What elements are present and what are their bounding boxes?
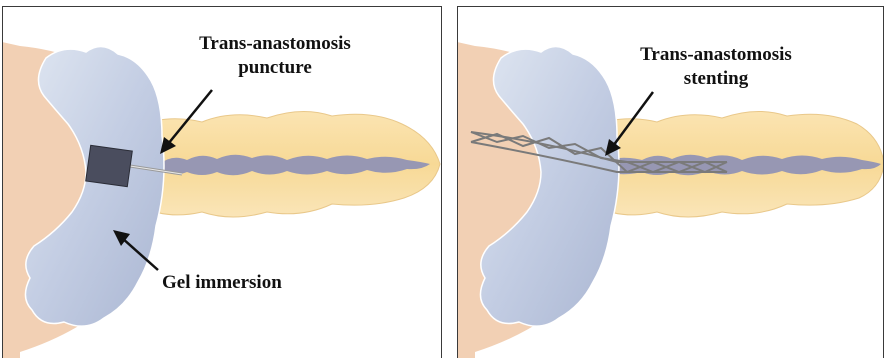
needle-hub [86,145,133,186]
label-stenting-line1: Trans-anastomosis [621,43,811,67]
label-puncture-line1: Trans-anastomosis [180,32,370,56]
panel-stenting: Trans-anastomosis stenting [457,6,884,358]
label-puncture-line2: puncture [180,56,370,80]
pancreatic-duct [160,155,430,176]
label-trans-anastomosis-puncture: Trans-anastomosis puncture [180,32,370,80]
label-trans-anastomosis-stenting: Trans-anastomosis stenting [621,43,811,91]
label-stenting-line2: stenting [621,67,811,91]
panel-puncture: Trans-anastomosis puncture Gel immersion [2,6,442,358]
label-gel-immersion: Gel immersion [162,271,282,295]
